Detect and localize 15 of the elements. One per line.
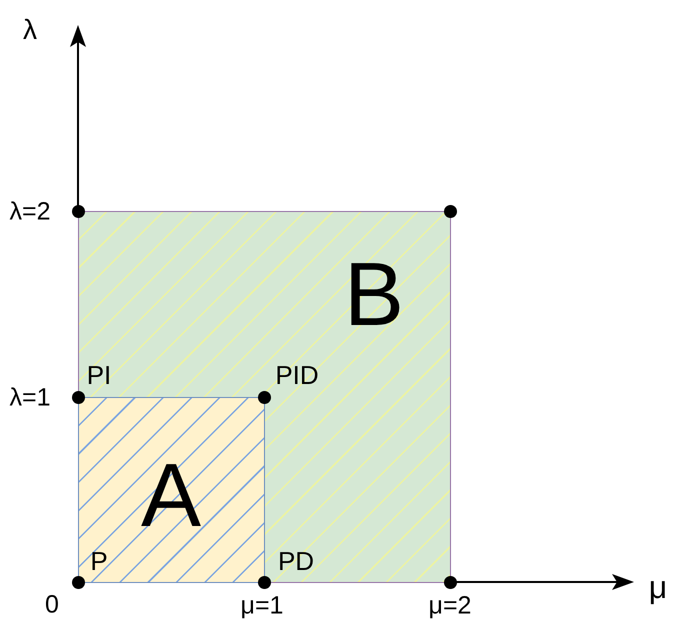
tick-label: λ=2 (10, 200, 50, 224)
point-label: PID (275, 362, 319, 388)
region-letter: A (140, 451, 202, 541)
axis-label: μ (648, 571, 668, 603)
point-label: PD (278, 548, 314, 574)
region-letter: B (344, 250, 404, 340)
axis-label: λ (23, 16, 37, 44)
tick-label: 0 (45, 592, 59, 618)
outer-hatched-square (78, 211, 451, 583)
inner-hatched-square (78, 397, 265, 583)
tick-label: λ=1 (10, 386, 50, 410)
point-label: P (90, 548, 108, 574)
tick-label: μ=1 (240, 594, 284, 618)
tick-label: μ=2 (428, 594, 472, 618)
point-label: PI (86, 362, 112, 388)
